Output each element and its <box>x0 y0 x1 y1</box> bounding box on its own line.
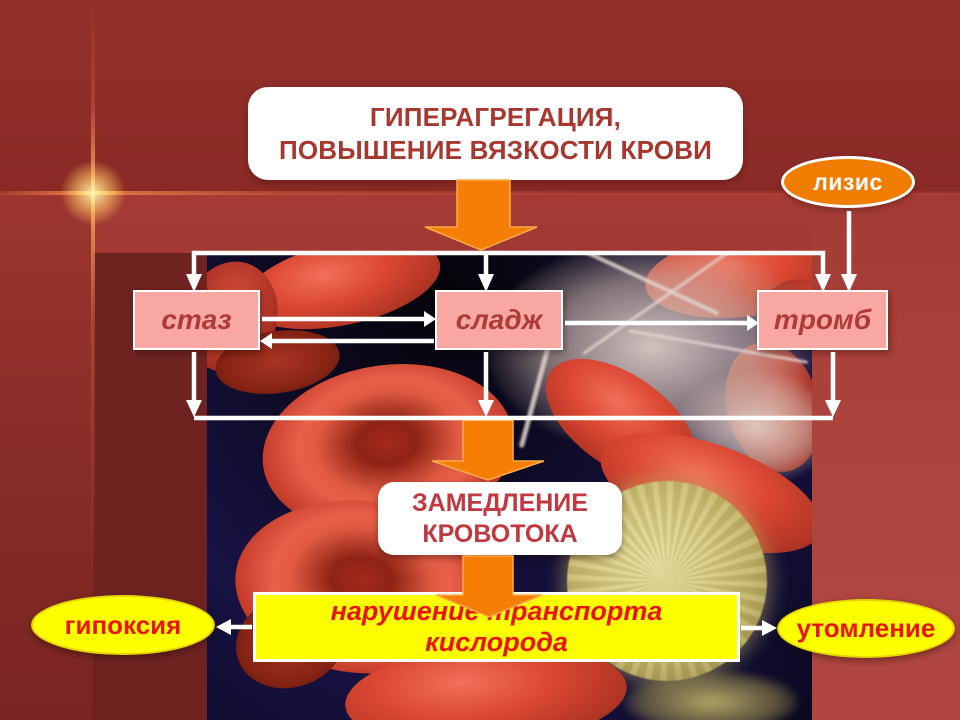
lysis-label: лизис <box>813 168 883 195</box>
node-sludge: сладж <box>435 290 563 350</box>
photo-decoration <box>625 671 797 720</box>
node-thrombus: тромб <box>757 290 888 350</box>
node-stasis: стаз <box>133 290 260 350</box>
node-fatigue: утомление <box>777 599 955 658</box>
flare-vertical-line <box>91 0 95 590</box>
sludge-label: сладж <box>455 304 543 335</box>
node-oxygen-transport: нарушение транспорта кислорода <box>253 592 740 662</box>
fatigue-label: утомление <box>796 613 936 643</box>
title-box: ГИПЕРАГРЕГАЦИЯ, ПОВЫШЕНИЕ ВЯЗКОСТИ КРОВИ <box>248 87 743 180</box>
title-line2: ПОВЫШЕНИЕ ВЯЗКОСТИ КРОВИ <box>278 134 713 165</box>
node-hypoxia: гипоксия <box>31 595 215 655</box>
node-slowdown: ЗАМЕДЛЕНИЕ КРОВОТОКА <box>378 482 622 555</box>
transport-label: нарушение транспорта кислорода <box>330 596 663 657</box>
flare-glow <box>60 160 126 226</box>
thrombus-label: тромб <box>773 304 872 335</box>
hypoxia-label: гипоксия <box>64 609 182 640</box>
slowdown-line2: КРОВОТОКА <box>422 519 578 548</box>
node-lysis: лизис <box>781 156 915 208</box>
title-line1: ГИПЕРАГРЕГАЦИЯ, <box>369 102 622 132</box>
stasis-label: стаз <box>161 304 232 335</box>
slowdown-line1: ЗАМЕДЛЕНИЕ <box>412 489 588 517</box>
